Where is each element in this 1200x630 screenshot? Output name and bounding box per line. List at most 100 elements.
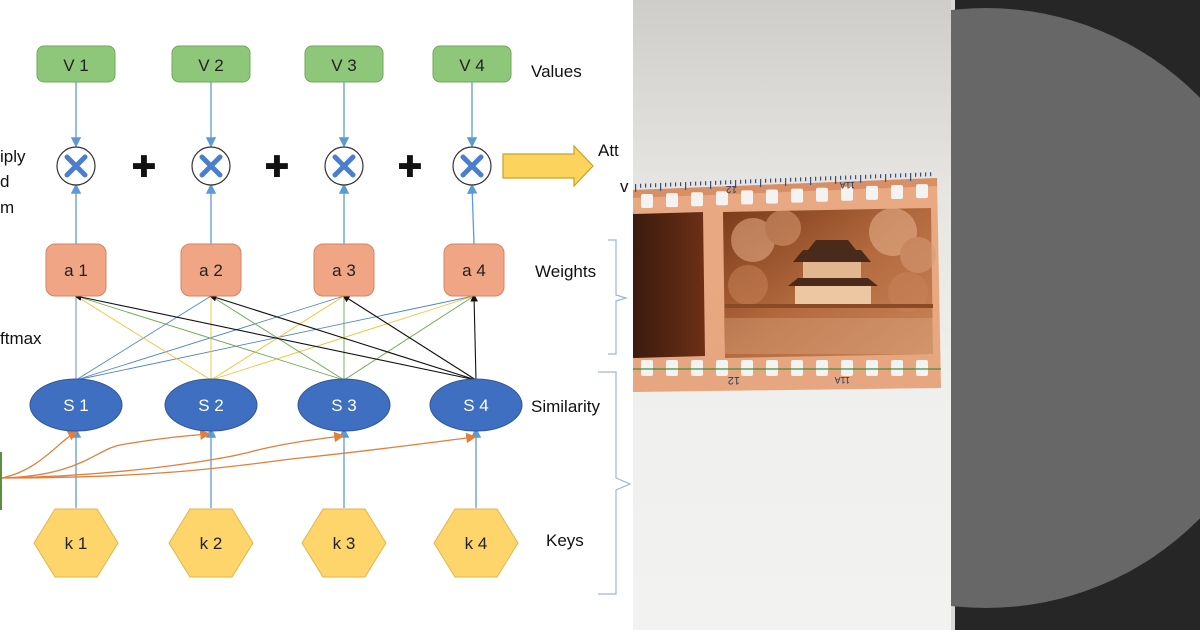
film-tick: [725, 180, 727, 185]
value-node-label: V 4: [459, 56, 485, 75]
similarity-node-3: S 3: [297, 378, 391, 432]
similarity-node-label: S 3: [331, 396, 357, 415]
multiply-icon: [64, 154, 88, 178]
film-number-bottom-1: 12: [728, 374, 740, 386]
film-edge-markings: 12 11A 12 11A: [633, 180, 941, 386]
left-label-softmax: ftmax: [0, 329, 42, 348]
output-arrow: [502, 144, 594, 188]
film-number-top-2: 11A: [840, 180, 855, 190]
film-tick: [835, 176, 837, 184]
sprocket-holes-top: [635, 172, 932, 208]
key-node-label: k 1: [65, 534, 88, 553]
value-node-label: V 1: [63, 56, 89, 75]
film-tick: [785, 178, 787, 186]
film-tick: [735, 180, 737, 188]
film-tick: [800, 177, 802, 182]
film-tick: [755, 179, 757, 184]
film-tick: [885, 174, 887, 182]
multiply-icon: [332, 154, 356, 178]
attention-diagram: V 1 V 2 V 3 V 4 ✚ ✚ ✚ a 1 a 2 a 3 a 4 S 1 S 2 S 3 S…: [0, 45, 632, 595]
film-tick: [740, 179, 742, 184]
sprocket-hole: [916, 184, 928, 199]
value-node-2: V 2: [171, 45, 251, 83]
row-label-weights: Weights: [535, 262, 596, 281]
weight-node-1: a 1: [45, 243, 107, 297]
film-tick: [660, 183, 662, 191]
film-tick: [925, 172, 927, 177]
similarity-node-2: S 2: [164, 378, 258, 432]
similarity-node-label: S 1: [63, 396, 89, 415]
sprocket-hole: [691, 192, 703, 207]
film-tick: [900, 173, 902, 178]
film-tick: [695, 181, 697, 186]
weight-node-label: a 4: [462, 261, 486, 280]
key-node-4: k 4: [433, 508, 519, 578]
weight-node-4: a 4: [443, 243, 505, 297]
frame-texture: [725, 208, 936, 354]
film-tick: [915, 172, 917, 177]
weight-node-label: a 1: [64, 261, 88, 280]
similarity-keys-bracket: [598, 371, 632, 595]
film-tick: [765, 178, 767, 183]
output-label-sub: v: [620, 177, 629, 196]
film-tick: [680, 182, 682, 187]
film-tick: [875, 174, 877, 179]
vertical-flow-arrows: [70, 82, 482, 508]
film-tick: [720, 180, 722, 185]
sprocket-hole: [716, 191, 728, 206]
plus-icon: ✚: [131, 150, 156, 185]
query-curves: [1, 429, 477, 479]
film-tick: [675, 182, 677, 187]
plus-icon: ✚: [264, 150, 289, 185]
key-node-2: k 2: [168, 508, 254, 578]
film-tick: [670, 182, 672, 187]
sprocket-hole: [641, 194, 653, 208]
film-tick: [905, 173, 907, 178]
film-tick: [780, 178, 782, 183]
multiply-node-2: [191, 146, 231, 186]
film-tick: [775, 178, 777, 183]
film-tick: [890, 173, 892, 178]
film-tick: [790, 177, 792, 182]
film-tick: [850, 175, 852, 180]
dark-panel: [951, 0, 1200, 630]
film-tick: [845, 175, 847, 180]
sprocket-hole: [791, 188, 803, 203]
film-tick: [745, 179, 747, 184]
weight-node-label: a 2: [199, 261, 223, 280]
film-tick: [700, 181, 702, 186]
film-tick: [815, 176, 817, 181]
key-node-label: k 4: [465, 534, 488, 553]
sprocket-hole: [666, 193, 678, 208]
key-node-label: k 2: [200, 534, 223, 553]
row-label-similarity: Similarity: [531, 397, 600, 416]
film-tick: [665, 182, 667, 187]
film-tick: [810, 177, 812, 185]
left-label-and: d: [0, 172, 9, 191]
film-tick: [910, 173, 912, 181]
film-tick: [825, 176, 827, 181]
film-tick: [730, 180, 732, 185]
query-input-edge: [0, 452, 2, 510]
key-node-3: k 3: [301, 508, 387, 578]
film-strip-photo: 12 11A 12 11A: [633, 0, 951, 630]
film-tick: [865, 174, 867, 179]
film-tick: [805, 177, 807, 182]
value-node-4: V 4: [432, 45, 512, 83]
multiply-node-4: [452, 146, 492, 186]
similarity-node-label: S 2: [198, 396, 224, 415]
value-node-label: V 3: [331, 56, 357, 75]
film-tick: [750, 179, 752, 184]
left-label-sum: m: [0, 198, 14, 217]
weight-node-3: a 3: [313, 243, 375, 297]
multiply-icon: [199, 154, 223, 178]
film-tick: [840, 175, 842, 180]
grey-circle: [951, 8, 1200, 608]
sprocket-hole: [841, 186, 853, 201]
film-tick: [820, 176, 822, 181]
film-strip-svg: 12 11A 12 11A: [633, 172, 941, 392]
film-tick: [830, 176, 832, 181]
plus-icon: ✚: [397, 150, 422, 185]
sprocket-hole: [866, 185, 878, 200]
film-tick: [705, 181, 707, 186]
